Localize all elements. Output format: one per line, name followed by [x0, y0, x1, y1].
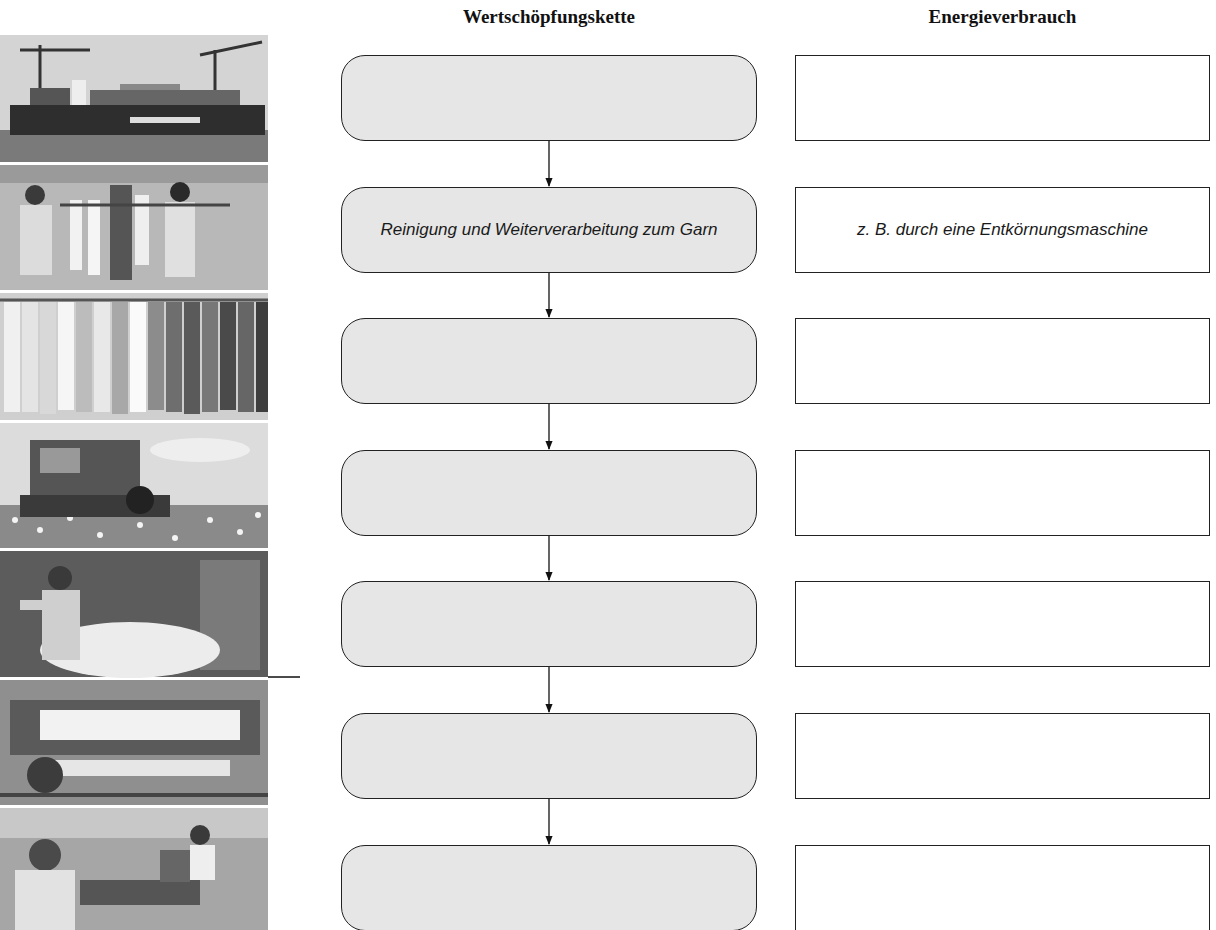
flow-arrow	[548, 273, 549, 317]
column-heading: Energieverbrauch	[795, 6, 1210, 28]
process-box	[341, 55, 757, 141]
process-box	[341, 581, 757, 667]
sewing-photo	[0, 808, 268, 930]
energy-box	[795, 713, 1210, 799]
ship-photo	[0, 35, 268, 162]
photo-strip	[0, 0, 300, 930]
flow-arrow	[548, 141, 549, 186]
energy-box	[795, 581, 1210, 667]
energy-box	[795, 55, 1210, 141]
energy-box	[795, 450, 1210, 536]
flow-arrow	[548, 799, 549, 844]
step-text: Reinigung und Weiterverarbeitung zum Gar…	[380, 219, 717, 241]
loom-photo	[0, 680, 268, 805]
yarn-photo	[0, 165, 268, 290]
process-box	[341, 450, 757, 536]
energy-box	[795, 318, 1210, 404]
flow-arrow	[548, 536, 549, 580]
leader-line	[268, 229, 300, 677]
clothes-photo	[0, 293, 268, 420]
process-box: Reinigung und Weiterverarbeitung zum Gar…	[341, 187, 757, 273]
column-heading: Wertschöpfungskette	[341, 6, 757, 28]
process-box	[341, 713, 757, 799]
step-text: z. B. durch eine Entkörnungsmaschine	[857, 219, 1148, 241]
cotton-photo	[0, 551, 268, 678]
flow-arrow	[548, 404, 549, 449]
energy-box: z. B. durch eine Entkörnungsmaschine	[795, 187, 1210, 273]
energy-box	[795, 845, 1210, 930]
process-box	[341, 845, 757, 930]
flow-arrow	[548, 667, 549, 712]
process-box	[341, 318, 757, 404]
harvest-photo	[0, 423, 268, 548]
